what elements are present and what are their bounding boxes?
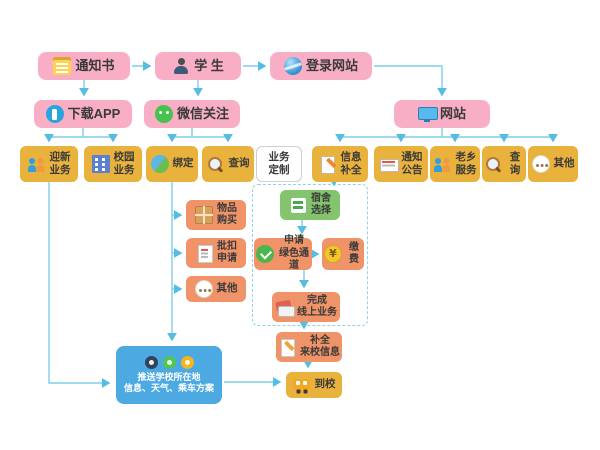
node-item-purchase: 物品 购买 (186, 200, 246, 230)
node-label: 网站 (439, 105, 466, 121)
node-hometown-service: 老乡 服务 (430, 146, 480, 182)
node-label: 物品 购买 (217, 202, 237, 227)
node-bind: 绑定 (146, 146, 198, 182)
node-label: 下载APP (67, 105, 121, 121)
node-label: 查询 (509, 150, 521, 176)
node-label: 学 生 (194, 57, 224, 73)
app-icons-row (144, 355, 194, 369)
node-arrive-school: 到校 (286, 372, 342, 398)
package-icon (195, 206, 213, 224)
node-label: 补全 来校信息 (300, 334, 340, 359)
node-label: 登录网站 (305, 57, 358, 73)
node-login-website: 登录网站 (270, 52, 372, 80)
node-notification-letter: 通知书 (38, 52, 130, 80)
node-website: 网站 (394, 100, 490, 128)
node-label: 批扣 申请 (217, 240, 237, 265)
earth-icon (150, 155, 169, 173)
node-student: 学 生 (155, 52, 241, 80)
document-list-icon (195, 244, 213, 263)
ellipsis-icon (531, 155, 550, 173)
node-label: 通知 公告 (401, 150, 423, 176)
people-icon (433, 155, 452, 173)
node-label: 业务 定制 (268, 150, 290, 176)
smartphone-app-icon (45, 105, 64, 123)
node-query-wechat: 查询 (202, 146, 254, 182)
node-label: 校园 业务 (113, 150, 135, 176)
node-batch-deduct: 批扣 申请 (186, 238, 246, 268)
node-label: 宿舍 选择 (311, 192, 331, 217)
node-label: 其他 (553, 157, 575, 170)
node-announcements: 通知 公告 (374, 146, 428, 182)
node-label: 其他 (216, 282, 238, 295)
node-push-local-info: 推送学校所在地 信息、天气、乘车方案 (116, 346, 222, 404)
wechat-icon (162, 355, 176, 369)
node-label: 微信关注 (176, 105, 229, 121)
node-label: 完成 线上业务 (297, 294, 337, 319)
node-query-web: 查询 (482, 146, 526, 182)
node-label: 信息 补全 (340, 150, 362, 176)
building-icon (91, 155, 110, 173)
node-label: 绑定 (172, 157, 194, 170)
pencil-icon (278, 338, 296, 357)
node-label: 缴费 (349, 241, 359, 266)
form-icon (319, 155, 337, 174)
node-label: 推送学校所在地 信息、天气、乘车方案 (123, 371, 214, 393)
card-icon (275, 298, 295, 317)
wechat-icon (154, 105, 173, 123)
node-wechat-follow: 微信关注 (144, 100, 240, 128)
custom-business-group-border (252, 184, 368, 326)
node-fill-arrival-info: 补全 来校信息 (276, 332, 342, 362)
node-green-channel: 申请 绿色通道 (254, 235, 312, 272)
monitor-icon (417, 105, 438, 123)
node-label: 老乡 服务 (455, 150, 477, 176)
node-download-app: 下载APP (34, 100, 132, 128)
node-label: 迎新 业务 (49, 150, 71, 176)
node-finish-online: 完成 线上业务 (272, 292, 340, 322)
qq-icon (144, 355, 158, 369)
node-pay: 缴费 (322, 238, 364, 270)
node-other-wechat: 其他 (186, 276, 246, 302)
map-app-icon (180, 355, 194, 369)
node-info-complete: 信息 补全 (312, 146, 368, 182)
node-business-customization: 业务 定制 (256, 146, 302, 182)
announcement-icon (380, 155, 399, 173)
globe-icon (283, 57, 302, 75)
ellipsis-icon (194, 280, 213, 298)
search-icon (484, 155, 502, 173)
node-orientation-service: 迎新 业务 (20, 146, 78, 182)
bus-icon (293, 376, 311, 394)
node-dorm-select: 宿舍 选择 (280, 190, 340, 220)
bunk-bed-icon (289, 196, 307, 214)
node-label: 查询 (228, 157, 250, 170)
money-icon (324, 245, 342, 263)
document-icon (53, 57, 72, 75)
node-other-web: 其他 (528, 146, 578, 182)
student-icon (172, 57, 190, 75)
node-label: 申请 绿色通道 (279, 235, 309, 272)
node-campus-service: 校园 业务 (84, 146, 142, 182)
node-label: 通知书 (75, 57, 115, 73)
search-icon (207, 155, 225, 173)
people-icon (27, 155, 46, 173)
node-label: 到校 (314, 378, 336, 391)
green-channel-icon (256, 245, 274, 263)
